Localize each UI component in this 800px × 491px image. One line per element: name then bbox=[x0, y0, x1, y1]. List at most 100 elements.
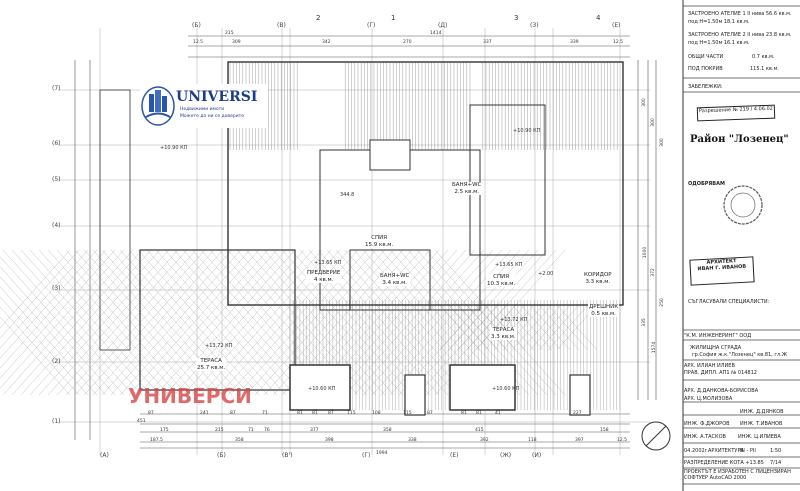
terrace-hatch bbox=[128, 249, 260, 396]
dimension-label: 12.5 bbox=[613, 40, 624, 45]
axis-label: (Е) bbox=[450, 452, 459, 459]
terrace-hatch bbox=[529, 304, 571, 351]
exterior-wall bbox=[227, 61, 624, 306]
dimension-label: 76 bbox=[264, 428, 270, 433]
terrace-hatch bbox=[137, 249, 269, 396]
dimension-label: 158 bbox=[600, 428, 609, 433]
dimension-label: 358 bbox=[235, 438, 244, 443]
terrace-hatch bbox=[0, 256, 125, 396]
terrace-hatch bbox=[38, 249, 170, 396]
area-row-sub: под Н=1.50м 18.1 кв.м. bbox=[688, 19, 750, 25]
terrace-hatch bbox=[101, 249, 233, 396]
interior-wall bbox=[469, 104, 546, 256]
notes-label: ЗАБЕЛЕЖКИ: bbox=[688, 84, 723, 90]
dimension-label: 215 bbox=[225, 31, 234, 36]
bed bbox=[369, 139, 411, 171]
terrace-hatch bbox=[11, 249, 143, 396]
dimension-label: 87 bbox=[427, 411, 433, 416]
terrace-hatch bbox=[0, 249, 98, 359]
terrace-hatch bbox=[0, 249, 125, 389]
license: ПРАВ. ДИПЛ. АП1 № 014812 bbox=[684, 370, 757, 376]
software-note: ПРОЕКТЪТ Е ИЗРАБОТЕН С ЛИЦЕНЗИРАН СОФТУЕ… bbox=[684, 469, 798, 481]
dimension-label: 87 bbox=[230, 411, 236, 416]
engineer: ИНЖ. Т.ИВАНОВ bbox=[740, 421, 783, 427]
chief-architect: АРХ. ИЛИАН ИЛИЕВ bbox=[684, 363, 735, 369]
terrace-hatch bbox=[502, 304, 544, 351]
section-mark: 4 bbox=[596, 14, 601, 22]
room-name: КОРИДОР bbox=[584, 272, 612, 278]
terrace-hatch bbox=[457, 304, 499, 351]
room-area: 25.7 кв.м. bbox=[197, 364, 226, 371]
round-seal-icon bbox=[723, 185, 763, 225]
room-area: 3.3 кв.м. bbox=[491, 333, 516, 340]
terrace-hatch bbox=[173, 249, 305, 396]
universi-logo: UNIVERSI Недвижими имоти Можете да ни се… bbox=[140, 84, 268, 128]
terrace-outline bbox=[139, 249, 296, 391]
dimension-label: 187.5 bbox=[150, 438, 163, 443]
terrace-hatch bbox=[245, 249, 377, 396]
area-label: ОБЩИ ЧАСТИ bbox=[688, 54, 724, 60]
dimension-label: 377 bbox=[310, 428, 319, 433]
dimension-label: 227 bbox=[573, 411, 582, 416]
room-area: 2.5 кв.м. bbox=[454, 188, 480, 195]
terrace-hatch bbox=[511, 304, 553, 351]
level-mark: +10.60 КП bbox=[492, 386, 520, 392]
axis-label: (В) bbox=[277, 22, 286, 29]
dimension-label: 392 bbox=[480, 438, 489, 443]
dimension-label: 241 bbox=[200, 411, 209, 416]
axis-label: (Е) bbox=[612, 22, 621, 29]
object-name: ЖИЛИЩНА СГРАДА bbox=[690, 345, 742, 351]
coordinated-label: СЪГЛАСУВАЛИ СПЕЦИАЛИСТИ: bbox=[688, 299, 770, 305]
terrace-hatch bbox=[0, 249, 107, 369]
terrace-hatch bbox=[425, 249, 557, 396]
axis-label: (1) bbox=[52, 418, 61, 425]
area-value: 115.1 кв.м. bbox=[750, 66, 779, 72]
logo-name: UNIVERSI bbox=[176, 89, 258, 105]
terrace-hatch bbox=[20, 249, 152, 396]
dimension-label: 115 bbox=[347, 411, 356, 416]
architect-name: ИВАН Г. ИВАНОВ bbox=[697, 263, 747, 273]
dimension-label: 215 bbox=[215, 428, 224, 433]
axis-label: (Б) bbox=[192, 22, 201, 29]
axis-label: (4) bbox=[52, 222, 61, 229]
area-row: ЗАСТРОЕНО АТЕЛИЕ 2 II нива 23.8 кв.м. bbox=[688, 32, 792, 38]
terrace-hatch bbox=[29, 249, 161, 396]
axis-label: (В') bbox=[282, 452, 293, 459]
room-name: БАНЯ+WC bbox=[380, 273, 410, 279]
room-area: 3.3 кв.м. bbox=[585, 278, 611, 285]
dimension-label: 358 bbox=[383, 428, 392, 433]
designer: АРХ. Д.ДАНКОВА-БОРИСОВА bbox=[684, 388, 759, 394]
dimension-label: 342 bbox=[322, 40, 331, 45]
dimension-label: 81 bbox=[476, 411, 482, 416]
designer: АРХ. Ц.МОЛИЗОВА bbox=[684, 396, 733, 402]
terrace-hatch bbox=[335, 249, 467, 396]
dimension-label: 81 bbox=[312, 411, 318, 416]
room-area: 10.3 кв.м. bbox=[487, 280, 516, 287]
room-area: 3.4 кв.м. bbox=[382, 279, 408, 286]
level-mark: +10.90 КП bbox=[160, 145, 188, 151]
room-name: ДРЕШНИК bbox=[589, 304, 619, 310]
approved-label: ОДОБРЯВАМ bbox=[688, 181, 725, 187]
dimension-label: 335 bbox=[641, 318, 647, 327]
terrace-hatch bbox=[65, 249, 197, 396]
room-name: СПИЯ bbox=[493, 274, 510, 280]
terrace-hatch bbox=[236, 249, 368, 396]
dimension-label: 118 bbox=[528, 438, 537, 443]
level-mark: +13.72 КП bbox=[205, 343, 233, 349]
terrace-hatch bbox=[520, 304, 562, 351]
dimension-label: 300 bbox=[650, 118, 656, 127]
terrace-hatch bbox=[448, 304, 490, 351]
dimension-label: 1414 bbox=[430, 31, 442, 36]
dimension-label: 250 bbox=[659, 298, 665, 307]
room-name: СПИЯ bbox=[371, 235, 388, 241]
dimension-label: 415 bbox=[475, 428, 484, 433]
terrace-hatch bbox=[439, 304, 481, 351]
dimension-label: 309 bbox=[232, 40, 241, 45]
level-mark: +10.60 КП bbox=[308, 386, 336, 392]
logo-tagline-2: Можете да ни се доверите bbox=[180, 114, 245, 119]
